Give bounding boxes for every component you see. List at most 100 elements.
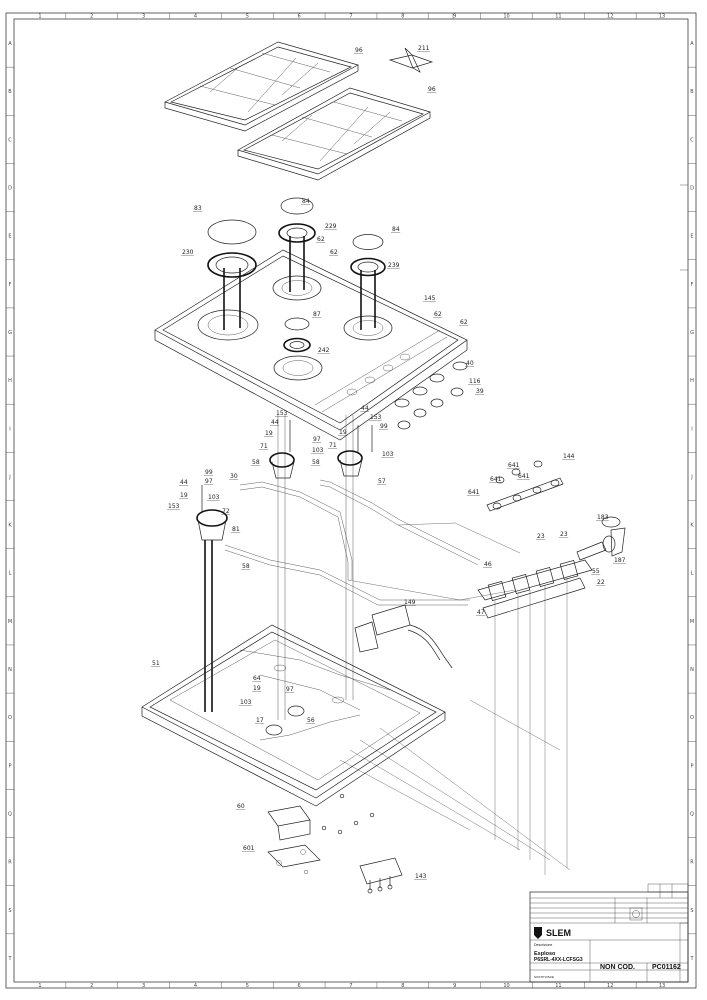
part-label-58c: 58 [242,563,250,570]
control-knobs [394,361,468,430]
zone-letter: Q [690,811,694,817]
zone-letter: H [690,378,694,384]
zone-number: 2 [90,14,93,20]
zone-number: 4 [194,14,197,20]
zone-number: 1 [38,14,41,20]
zone-letter: P [8,763,11,769]
svg-text:SLEM: SLEM [546,928,571,938]
bottom-tray [141,624,446,807]
zone-letter: T [7,956,12,962]
drawing-frame [5,12,697,989]
ignition-generator [354,604,453,669]
zone-letter: I [9,426,10,432]
pan-support-right [237,87,431,181]
zone-letter: N [690,667,694,673]
zone-letter: M [690,619,694,625]
part-label-99b: 99 [205,469,213,476]
part-label-72: 72 [222,508,230,515]
part-label-97c: 97 [286,686,294,693]
part-label-39: 39 [476,388,484,395]
zone-letter: S [8,908,11,914]
part-label-153a: 153 [276,410,288,417]
zone-number: 13 [659,14,665,20]
zone-number: 10 [503,983,509,989]
zone-letter: C [8,137,12,143]
part-label-17: 17 [256,717,264,724]
part-label-83: 83 [194,205,202,212]
zone-number: 12 [607,983,613,989]
burner-caps [207,197,384,331]
part-label-81: 81 [232,526,240,533]
part-label-103b: 103 [382,451,394,458]
zone-letter: D [690,186,694,192]
wok-reducer [388,47,434,73]
svg-text:NON COD.: NON COD. [600,964,635,971]
fixing-screws [321,793,375,835]
zone-number: 3 [142,14,145,20]
zone-number: 9 [453,14,456,20]
zone-letter: L [9,571,12,577]
part-label-57: 57 [378,478,386,485]
part-label-22: 22 [597,579,605,586]
zone-letter: O [8,715,12,721]
zone-letter: E [690,234,693,240]
zone-number: 5 [246,983,249,989]
part-label-641d: 641 [468,489,480,496]
part-label-71a: 71 [260,443,268,450]
part-label-229: 229 [325,223,337,230]
zone-number: 3 [142,983,145,989]
part-label-183: 183 [597,514,609,521]
zone-number: 7 [349,983,352,989]
part-label-97a: 97 [313,436,321,443]
part-label-44c: 44 [180,479,188,486]
zone-number: 8 [401,14,404,20]
part-label-19d: 19 [253,685,261,692]
part-label-153c: 153 [168,503,180,510]
part-label-23a: 23 [537,533,545,540]
part-label-641a: 641 [508,462,520,469]
part-label-44b: 44 [361,405,369,412]
part-label-62b: 62 [330,249,338,256]
part-label-64: 64 [253,675,261,682]
zone-letter: F [9,282,12,288]
part-label-84a: 84 [302,198,310,205]
zone-number: 6 [298,14,301,20]
part-label-641b: 641 [518,473,530,480]
zone-letter: S [690,908,693,914]
zone-number: 5 [246,14,249,20]
gas-supply-pipes [224,479,521,606]
zone-letter: G [690,330,694,336]
part-label-55: 55 [592,568,600,575]
zone-number: 12 [607,14,613,20]
svg-text:P6SRL-4XX-LCFSG3: P6SRL-4XX-LCFSG3 [534,957,583,963]
part-label-30: 30 [230,473,238,480]
zone-letter: R [690,860,694,866]
svg-text:Esploso: Esploso [534,951,556,957]
zone-letter: B [690,89,694,95]
part-label-62d: 62 [460,319,468,326]
zone-letter: A [690,41,694,47]
slem-logo: SLEM [534,927,571,939]
part-number-callouts: 2119696838484229230239626214562628724240… [151,45,626,880]
part-label-211: 211 [418,45,430,52]
part-label-153b: 153 [370,414,382,421]
zone-letter: R [8,860,12,866]
rear-bracket [267,844,321,875]
part-label-230: 230 [182,249,194,256]
part-label-62c: 62 [434,311,442,318]
zone-letter: J [8,474,10,480]
zone-letter: F [691,282,694,288]
svg-text:SOSTITUISCE: SOSTITUISCE [534,975,554,979]
zone-letter: T [689,956,694,962]
part-label-23b: 23 [560,531,568,538]
part-label-641c: 641 [490,476,502,483]
gas-manifold-assembly [477,516,626,875]
part-label-103d: 103 [240,699,252,706]
pan-support-left [164,41,359,132]
part-label-19a: 19 [265,430,273,437]
zone-letter: A [8,41,12,47]
part-label-116: 116 [469,378,481,385]
part-label-87: 87 [313,311,321,318]
